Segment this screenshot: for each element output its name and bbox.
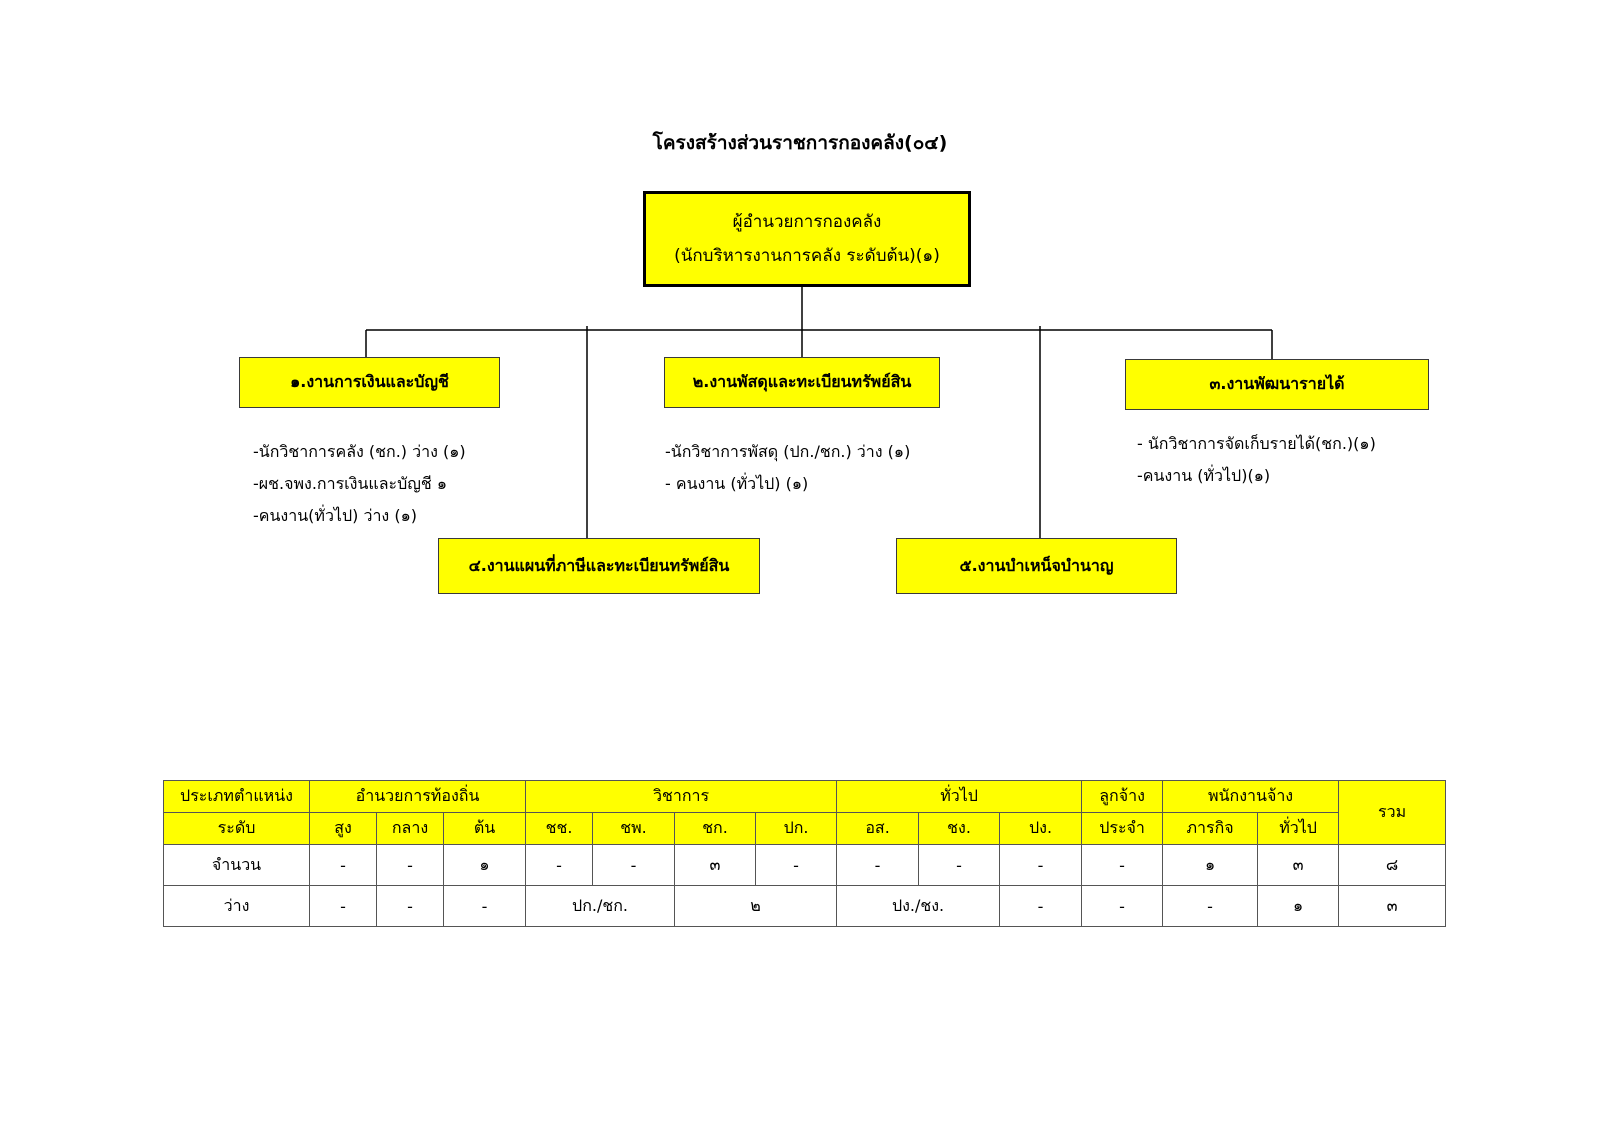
- unit-box-finance-accounting: ๑.งานการเงินและบัญชี: [239, 357, 500, 408]
- table-header-cell: ชง.: [918, 812, 1001, 845]
- table-header-cell: ประจำ: [1081, 812, 1164, 845]
- staff-item: -คนงาน (ทั่วไป)(๑): [1137, 466, 1271, 485]
- table-cell: ปง./ชง.: [836, 885, 1001, 927]
- unit-name: ๕.งานบำเหน็จบำนาญ: [959, 555, 1114, 575]
- table-cell: -: [755, 844, 838, 886]
- unit-name: ๑.งานการเงินและบัญชี: [290, 372, 449, 391]
- unit-name: ๓.งานพัฒนารายได้: [1209, 374, 1345, 393]
- table-cell: -: [918, 844, 1001, 886]
- table-header-cell: ชก.: [674, 812, 757, 845]
- table-header-cell: อำนวยการท้องถิ่น: [308, 780, 527, 813]
- table-header-cell: กลาง: [376, 812, 444, 845]
- director-box: ผู้อำนวยการกองคลัง (นักบริหารงานการคลัง …: [643, 191, 971, 287]
- unit-box-tax-map-assets: ๔.งานแผนที่ภาษีและทะเบียนทรัพย์สิน: [438, 538, 760, 594]
- table-subheader-row: ระดับ สูง กลาง ต้น ชช. ชพ. ชก. ปก. อส. ช…: [163, 812, 1446, 845]
- table-cell: ๑: [1162, 844, 1259, 886]
- table-cell: -: [999, 885, 1083, 927]
- unit-box-revenue-development: ๓.งานพัฒนารายได้: [1125, 359, 1429, 410]
- staff-item: -นักวิชาการพัสดุ (ปก./ชก.) ว่าง (๑): [665, 442, 911, 461]
- table-cell: ๑: [1257, 885, 1340, 927]
- position-summary-table: ประเภทตำแหน่ง อำนวยการท้องถิ่น วิชาการ ท…: [163, 780, 1447, 927]
- table-header-cell: ปง.: [999, 812, 1083, 845]
- staff-item: - คนงาน (ทั่วไป) (๑): [665, 474, 809, 493]
- table-header-cell: ปก.: [755, 812, 838, 845]
- table-cell: ปก./ชก.: [525, 885, 676, 927]
- table-header-cell: รวม: [1338, 780, 1447, 845]
- table-header-cell: พนักงานจ้าง: [1162, 780, 1340, 813]
- unit-name: ๔.งานแผนที่ภาษีและทะเบียนทรัพย์สิน: [468, 555, 730, 575]
- director-position: (นักบริหารงานการคลัง ระดับต้น)(๑): [674, 246, 940, 266]
- table-row: จำนวน - - ๑ - - ๓ - - - - - ๑ ๓ ๘: [163, 844, 1447, 886]
- table-cell: ๓: [674, 844, 757, 886]
- staff-item: - นักวิชาการจัดเก็บรายได้(ชก.)(๑): [1137, 434, 1376, 453]
- staff-item: -ผช.จพง.การเงินและบัญชี ๑: [253, 474, 447, 493]
- table-header-cell: ประเภทตำแหน่ง: [163, 780, 310, 813]
- table-header-cell: ระดับ: [163, 812, 310, 845]
- table-header-cell: สูง: [309, 812, 377, 845]
- director-title: ผู้อำนวยการกองคลัง: [732, 212, 882, 232]
- unit-name: ๒.งานพัสดุและทะเบียนทรัพย์สิน: [692, 372, 912, 391]
- table-cell: ๒: [674, 885, 838, 927]
- table-cell: ๓: [1338, 885, 1447, 927]
- table-header-row: ประเภทตำแหน่ง อำนวยการท้องถิ่น วิชาการ ท…: [163, 780, 1447, 845]
- table-cell: -: [376, 844, 444, 886]
- table-cell: -: [525, 844, 594, 886]
- table-cell: -: [309, 844, 377, 886]
- staff-list-supplies-assets: -นักวิชาการพัสดุ (ปก./ชก.) ว่าง (๑) - คน…: [665, 436, 910, 500]
- table-cell: ๘: [1338, 844, 1447, 886]
- table-cell: ๓: [1257, 844, 1340, 886]
- table-cell: -: [836, 844, 920, 886]
- unit-box-pension: ๕.งานบำเหน็จบำนาญ: [896, 538, 1177, 594]
- staff-list-revenue-development: - นักวิชาการจัดเก็บรายได้(ชก.)(๑) -คนงาน…: [1137, 428, 1376, 492]
- table-header-cell: ต้น: [442, 812, 527, 845]
- table-cell: -: [1162, 885, 1259, 927]
- table-cell: -: [1081, 844, 1164, 886]
- staff-item: -คนงาน(ทั่วไป) ว่าง (๑): [253, 506, 417, 525]
- unit-box-supplies-assets: ๒.งานพัสดุและทะเบียนทรัพย์สิน: [664, 357, 940, 408]
- table-row: ว่าง - - - ปก./ชก. ๒ ปง./ชง. - - - ๑ ๓: [163, 885, 1447, 927]
- table-cell: ๑: [442, 844, 527, 886]
- table-cell: จำนวน: [163, 844, 310, 886]
- table-header-cell: ลูกจ้าง: [1081, 780, 1164, 813]
- table-header-cell: ทั่วไป: [836, 780, 1083, 813]
- table-cell: ว่าง: [163, 885, 310, 927]
- table-header-cell: ชพ.: [592, 812, 676, 845]
- table-header-cell: ชช.: [525, 812, 594, 845]
- table-cell: -: [309, 885, 377, 927]
- table-cell: -: [442, 885, 527, 927]
- table-header-cell: อส.: [836, 812, 920, 845]
- table-header-cell: ภารกิจ: [1162, 812, 1259, 845]
- table-cell: -: [376, 885, 444, 927]
- table-cell: -: [1081, 885, 1164, 927]
- staff-item: -นักวิชาการคลัง (ชก.) ว่าง (๑): [253, 442, 466, 461]
- page-title: โครงสร้างส่วนราชการกองคลัง(๐๔): [652, 132, 948, 154]
- table-header-cell: วิชาการ: [525, 780, 838, 813]
- table-header-cell: ทั่วไป: [1257, 812, 1340, 845]
- staff-list-finance-accounting: -นักวิชาการคลัง (ชก.) ว่าง (๑) -ผช.จพง.ก…: [253, 436, 466, 532]
- table-cell: -: [999, 844, 1083, 886]
- table-cell: -: [592, 844, 676, 886]
